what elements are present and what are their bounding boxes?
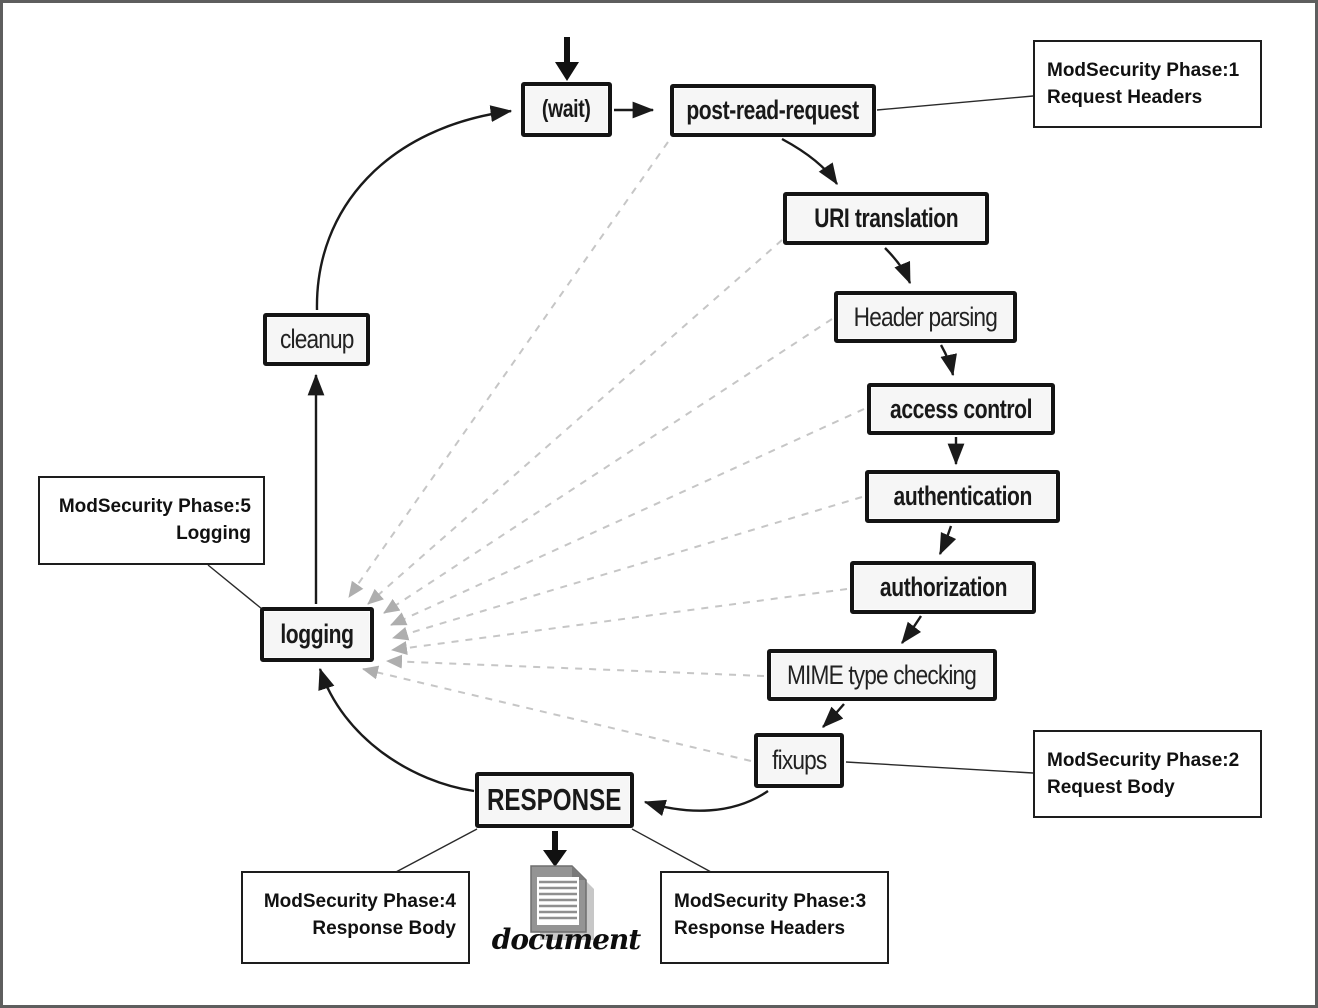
node-access-control-label: access control bbox=[889, 393, 1033, 424]
annotation-phase-4-line1: ModSecurity Phase:4 bbox=[263, 891, 456, 912]
edge-authorization-to-mime-type-checking bbox=[901, 615, 923, 644]
document-label: document bbox=[491, 923, 641, 956]
node-response-label: RESPONSE bbox=[487, 782, 622, 817]
edge-authentication-to-authorization bbox=[938, 525, 957, 556]
annotation-connector-phase2 bbox=[845, 761, 1034, 774]
node-authorization-label: authorization bbox=[879, 572, 1007, 602]
annotation-connector-phase1 bbox=[876, 95, 1034, 111]
node-access-control: access control bbox=[867, 383, 1055, 435]
dashed-edge-authorization-to-logging bbox=[391, 588, 848, 655]
annotation-modsecurity-phase-2: ModSecurity Phase:2 Request Body bbox=[1033, 730, 1262, 818]
node-header-parsing-label: Header parsing bbox=[853, 301, 998, 332]
annotation-phase-3-line2: Response Headers bbox=[674, 918, 846, 939]
dashed-edge-header-parsing-to-logging bbox=[383, 318, 833, 614]
dashed-edge-access-control-to-logging bbox=[390, 408, 865, 626]
dashed-edge-fixups-to-logging bbox=[362, 665, 752, 762]
node-authentication-label: authentication bbox=[893, 481, 1032, 511]
edge-post-read-request-to-uri-translation bbox=[781, 137, 838, 185]
annotation-connector-phase3 bbox=[631, 828, 712, 873]
node-fixups-label: fixups bbox=[771, 745, 827, 775]
annotation-phase-5-line2: Logging bbox=[176, 523, 251, 544]
node-fixups: fixups bbox=[754, 733, 844, 788]
annotation-phase-4-line2: Response Body bbox=[312, 918, 456, 939]
edge-uri-translation-to-header-parsing bbox=[884, 247, 912, 285]
annotation-modsecurity-phase-1: ModSecurity Phase:1 Request Headers bbox=[1033, 40, 1262, 128]
node-response: RESPONSE bbox=[475, 772, 634, 828]
edge-response-to-logging bbox=[318, 667, 475, 793]
annotation-connector-phase5 bbox=[207, 564, 263, 610]
dashed-edge-post-read-request-to-logging bbox=[348, 141, 669, 598]
annotation-modsecurity-phase-3: ModSecurity Phase:3 Response Headers bbox=[660, 871, 889, 964]
dashed-edge-uri-translation-to-logging bbox=[367, 239, 783, 605]
node-post-read-request: post-read-request bbox=[670, 84, 876, 137]
node-mime-type-checking: MIME type checking bbox=[767, 649, 997, 701]
node-cleanup: cleanup bbox=[263, 313, 370, 366]
annotation-phase-2-line1: ModSecurity Phase:2 bbox=[1047, 750, 1240, 771]
node-uri-translation-label: URI translation bbox=[814, 203, 958, 233]
node-mime-type-checking-label: MIME type checking bbox=[787, 659, 977, 690]
edge-cleanup-to-wait bbox=[315, 105, 513, 311]
edge-fixups-to-response bbox=[643, 790, 769, 816]
annotation-phase-1-line2: Request Headers bbox=[1047, 87, 1203, 108]
node-header-parsing: Header parsing bbox=[834, 291, 1017, 343]
entry-arrow-icon bbox=[555, 37, 579, 81]
node-logging-label: logging bbox=[280, 619, 354, 649]
annotation-phase-5-line1: ModSecurity Phase:5 bbox=[58, 496, 251, 517]
edge-header-parsing-to-access-control bbox=[939, 344, 957, 377]
node-wait: (wait) bbox=[521, 82, 612, 137]
node-wait-label: (wait) bbox=[542, 95, 591, 123]
annotation-phase-1-line1: ModSecurity Phase:1 bbox=[1047, 60, 1240, 81]
node-logging: logging bbox=[260, 607, 374, 662]
annotation-connector-phase4 bbox=[395, 828, 478, 873]
annotation-phase-2-line2: Request Body bbox=[1047, 777, 1175, 798]
annotation-modsecurity-phase-4: ModSecurity Phase:4 Response Body bbox=[241, 871, 470, 964]
dashed-edge-authentication-to-logging bbox=[392, 496, 863, 641]
edge-mime-type-checking-to-fixups bbox=[822, 703, 845, 728]
node-uri-translation: URI translation bbox=[783, 192, 989, 245]
node-authorization: authorization bbox=[850, 561, 1036, 614]
node-cleanup-label: cleanup bbox=[279, 324, 354, 354]
node-authentication: authentication bbox=[865, 470, 1060, 523]
diagram-edges-layer bbox=[207, 37, 1034, 940]
node-post-read-request-label: post-read-request bbox=[686, 95, 860, 125]
annotation-phase-3-line1: ModSecurity Phase:3 bbox=[674, 891, 867, 912]
annotation-modsecurity-phase-5: ModSecurity Phase:5 Logging bbox=[38, 476, 265, 565]
dashed-edge-mime-type-checking-to-logging bbox=[386, 654, 765, 677]
document-icon bbox=[530, 865, 594, 940]
response-to-document-arrow-icon bbox=[543, 831, 567, 867]
